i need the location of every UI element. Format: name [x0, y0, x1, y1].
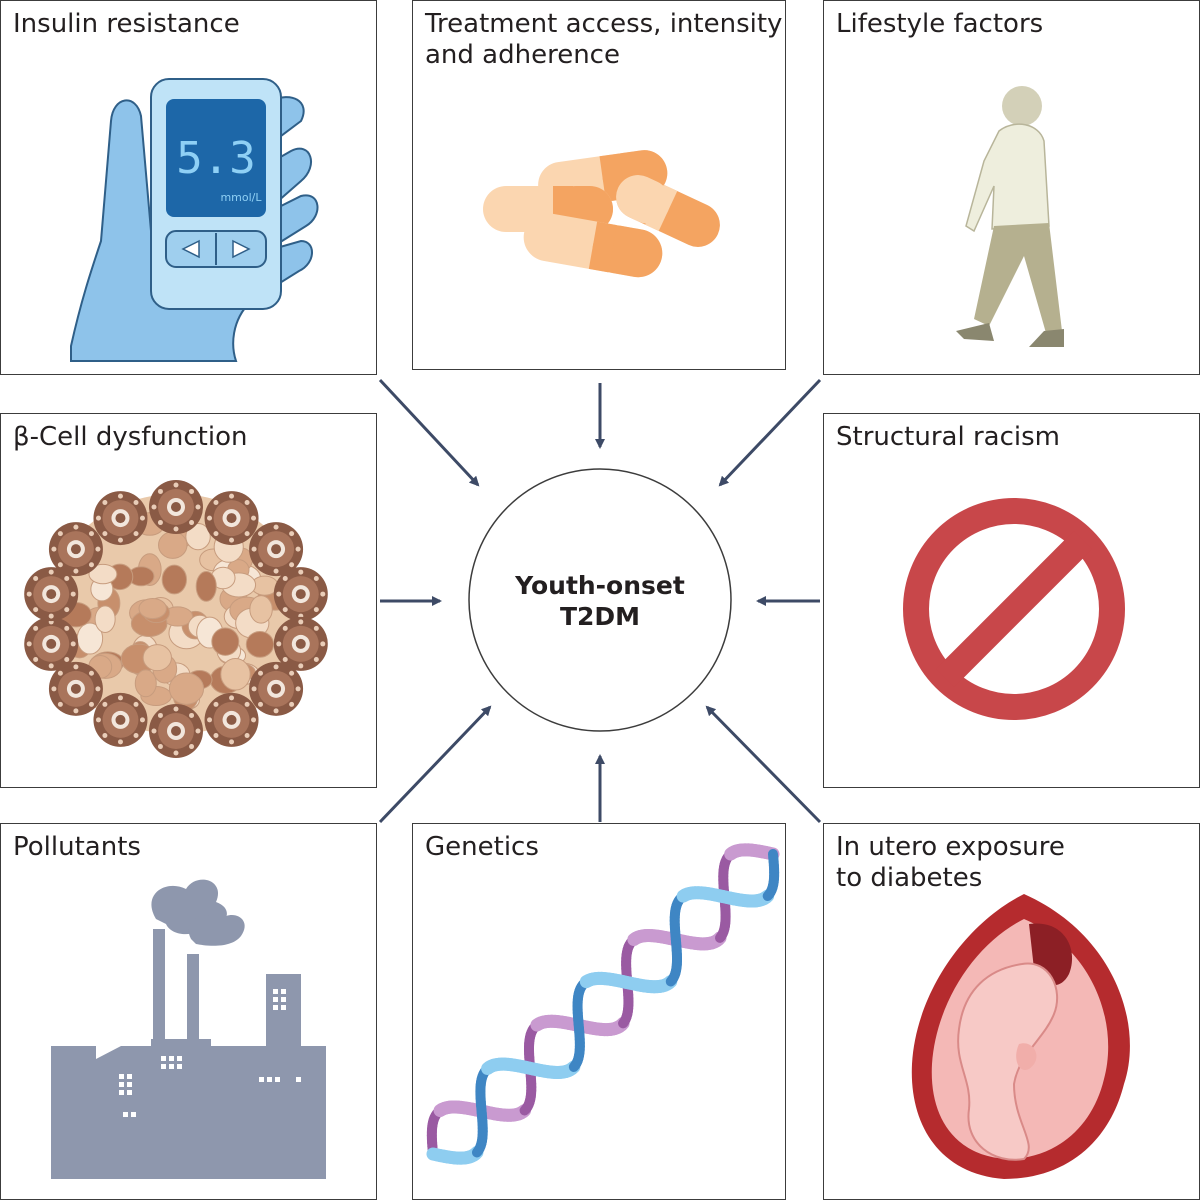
panel-structural-racism: Structural racism: [823, 413, 1200, 788]
panel-label: Treatment access, intensity and adherenc…: [425, 9, 783, 70]
panel-label: Structural racism: [836, 422, 1060, 452]
panel-label: Lifestyle factors: [836, 9, 1044, 39]
panel-label: In utero exposure to diabetes: [836, 832, 1065, 893]
panel-beta-cell: β-Cell dysfunction: [0, 413, 377, 788]
meter-left-arrow-icon: [181, 239, 200, 259]
islet-illustration: [24, 480, 328, 758]
dna-helix-illustration: [426, 843, 780, 1165]
center-line-2: T2DM: [559, 602, 641, 631]
no-sign-icon: [903, 498, 1125, 720]
arrow-insulin: [378, 378, 480, 487]
panel-lifestyle: Lifestyle factors: [823, 0, 1200, 375]
uterus-fetus-illustration: [911, 894, 1130, 1179]
meter-unit: mmol/L: [220, 191, 262, 204]
panel-label: Pollutants: [13, 832, 141, 862]
panel-in-utero: In utero exposure to diabetes: [823, 823, 1200, 1200]
panel-label: Insulin resistance: [13, 9, 240, 39]
panel-insulin-resistance: 5.3 mmol/L Insulin resistance: [0, 0, 377, 375]
panel-label: β-Cell dysfunction: [13, 422, 248, 452]
factory-illustration: [51, 879, 326, 1179]
panel-pollutants: Pollutants: [0, 823, 377, 1200]
pills-illustration: [483, 150, 720, 278]
meter-right-arrow-icon: [232, 239, 251, 259]
arrow-lifestyle: [718, 378, 822, 487]
panel-label: Genetics: [425, 832, 539, 862]
arrow-pollutants: [378, 705, 492, 824]
walking-person-illustration: [956, 86, 1064, 347]
arrow-utero: [705, 705, 822, 824]
panel-genetics: Genetics: [412, 823, 786, 1200]
meter-reading: 5.3: [176, 133, 255, 184]
center-line-1: Youth-onset: [515, 571, 685, 600]
center-label: Youth-onset T2DM: [470, 570, 730, 632]
glucose-meter: 5.3 mmol/L: [150, 78, 282, 310]
center-circle: [468, 468, 732, 732]
panel-treatment: Treatment access, intensity and adherenc…: [412, 0, 786, 370]
